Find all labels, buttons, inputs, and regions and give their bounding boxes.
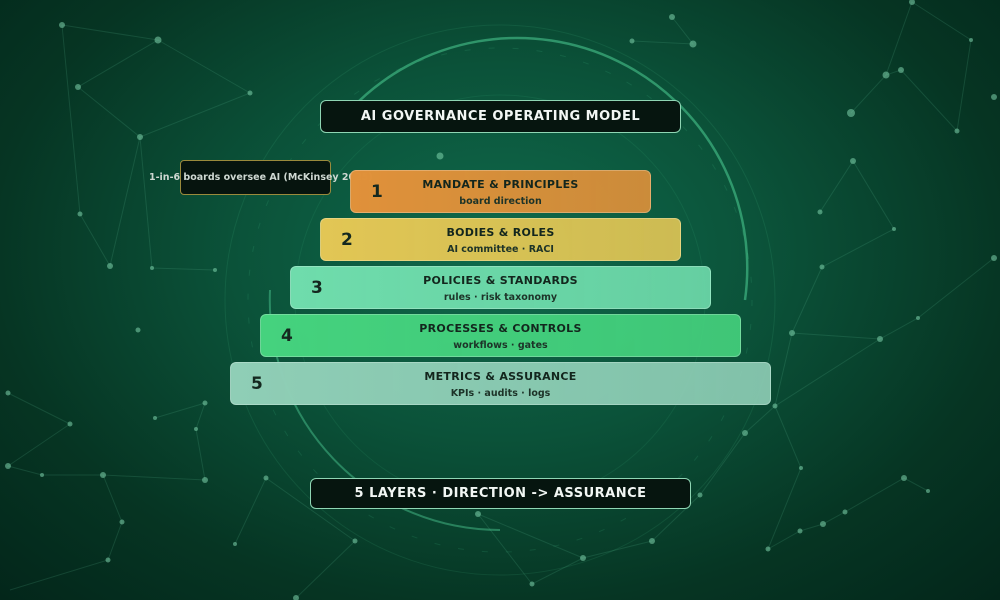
layer-number: 3 <box>311 278 323 298</box>
diagram-title: AI GOVERNANCE OPERATING MODEL <box>320 100 681 133</box>
layer-subtitle: workflows · gates <box>453 340 548 351</box>
layer-number: 4 <box>281 326 293 346</box>
layer-number: 5 <box>251 374 263 394</box>
layer-4-processes-controls: 4 PROCESSES & CONTROLS workflows · gates <box>260 314 741 357</box>
layer-title: PROCESSES & CONTROLS <box>419 322 582 335</box>
layer-number: 2 <box>341 230 353 250</box>
layer-number: 1 <box>371 182 383 202</box>
layer-subtitle: rules · risk taxonomy <box>443 292 558 303</box>
layer-subtitle: KPIs · audits · logs <box>450 388 551 399</box>
layer-title: METRICS & ASSURANCE <box>424 370 577 383</box>
layer-subtitle: board direction <box>459 196 542 207</box>
layer-title: POLICIES & STANDARDS <box>423 274 578 287</box>
diagram-footer: 5 LAYERS · DIRECTION -> ASSURANCE <box>310 478 691 509</box>
layer-title: MANDATE & PRINCIPLES <box>422 178 579 191</box>
layer-title: BODIES & ROLES <box>446 226 555 239</box>
layer-1-mandate-principles: 1 MANDATE & PRINCIPLES board direction <box>350 170 651 213</box>
statistic-callout-box <box>180 160 331 195</box>
layer-5-metrics-assurance: 5 METRICS & ASSURANCE KPIs · audits · lo… <box>230 362 771 405</box>
layer-3-policies-standards: 3 POLICIES & STANDARDS rules · risk taxo… <box>290 266 711 309</box>
statistic-callout-text: 1-in-6 boards oversee AI (McKinsey 2025) <box>149 172 373 183</box>
layer-2-bodies-roles: 2 BODIES & ROLES AI committee · RACI <box>320 218 681 261</box>
layer-subtitle: AI committee · RACI <box>447 244 554 255</box>
